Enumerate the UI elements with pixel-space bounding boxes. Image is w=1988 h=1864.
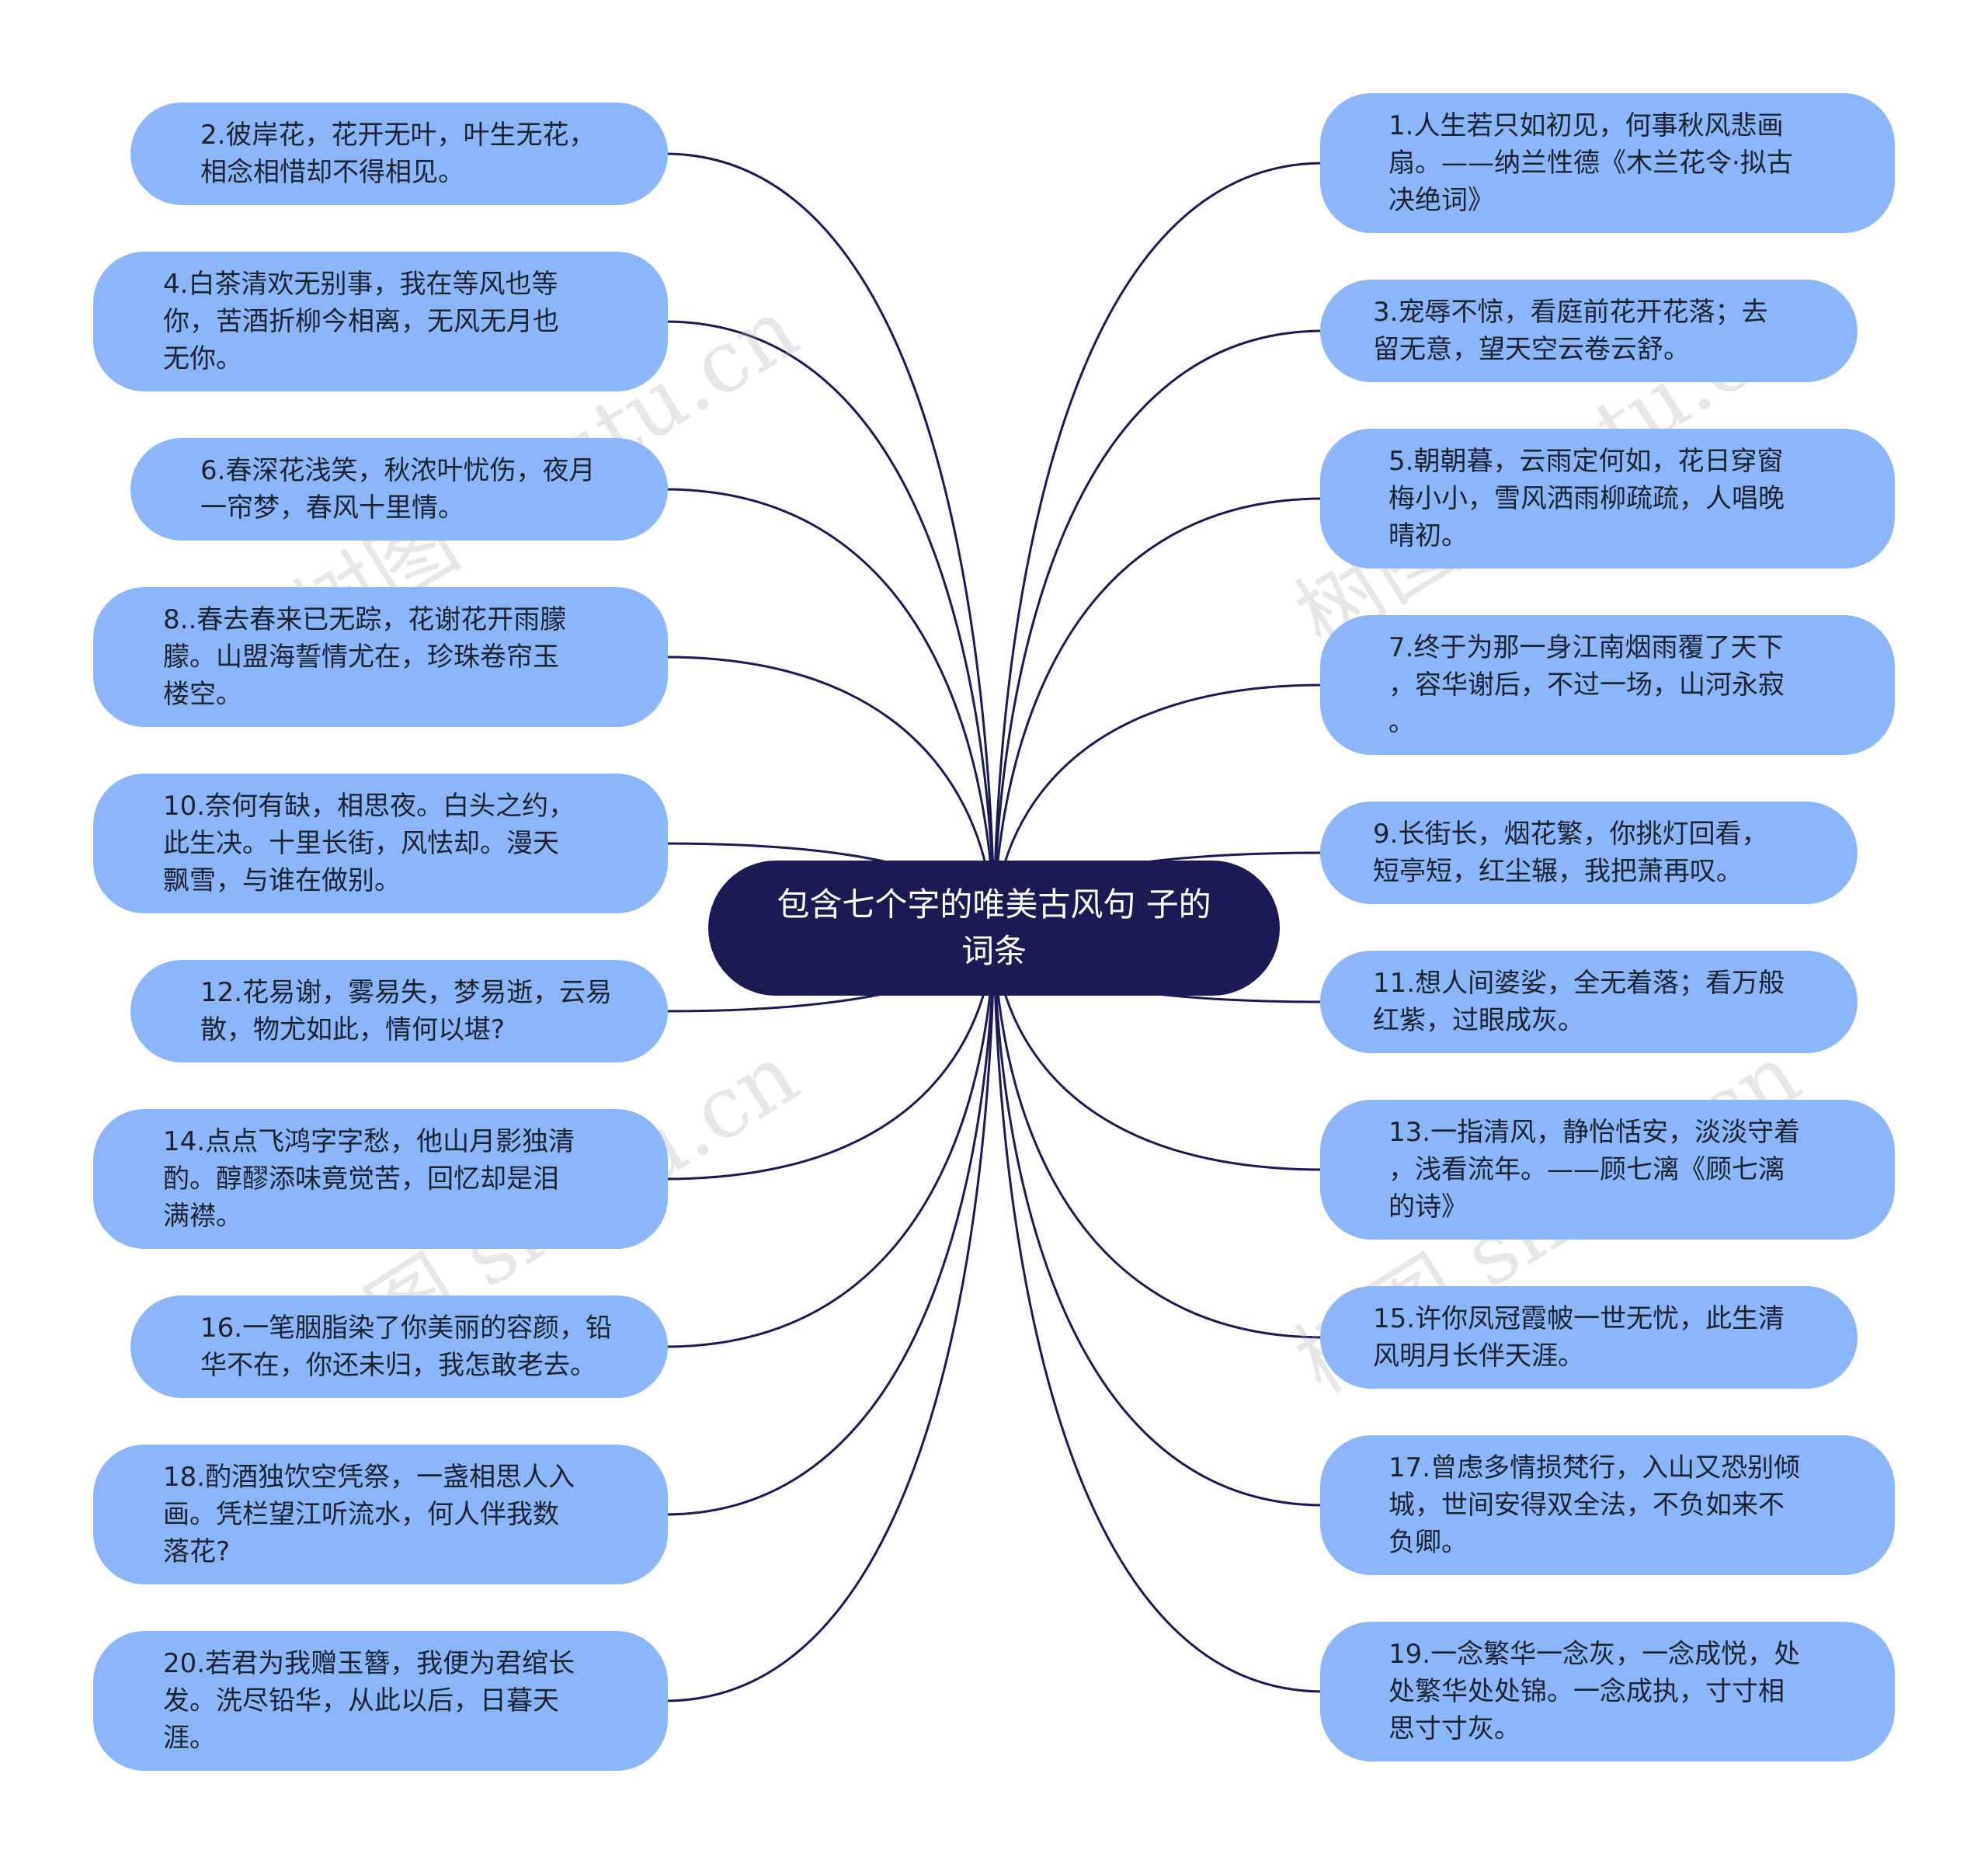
- node-text: 10.奈何有缺，相思夜。白头之约， 此生决。十里长街，风怯却。漫天 飘雪，与谁在…: [163, 791, 575, 896]
- branch-node[interactable]: 4.白茶清欢无别事，我在等风也等 你，苦酒折柳今相离，无风无月也 无你。: [93, 252, 668, 391]
- node-text: 2.彼岸花，花开无叶，叶生无花， 相念相惜却不得相见。: [200, 120, 596, 188]
- node-text: 17.曾虑多情损梵行，入山又恐别倾 城，世间安得双全法，不负如来不 负卿。: [1388, 1452, 1801, 1558]
- node-text: 7.终于为那一身江南烟雨覆了天下 ，容华谢后，不过一场，山河永寂 。: [1388, 632, 1785, 738]
- node-text: 19.一念繁华一念灰，一念成悦，处 处繁华处处锦。一念成执，寸寸相 思寸寸灰。: [1388, 1639, 1801, 1744]
- connector-line: [664, 320, 996, 929]
- branch-node[interactable]: 14.点点飞鸿字字愁，他山月影独清 酌。醇醪添味竟觉苦，回忆却是泪 满襟。: [93, 1109, 668, 1249]
- node-text: 15.许你凤冠霞帔一世无忧，此生清 风明月长伴天涯。: [1373, 1303, 1785, 1372]
- connector-line: [664, 927, 996, 1516]
- node-text: 16.一笔胭脂染了你美丽的容颜，铅 华不在，你还未归，我怎敢老去。: [200, 1313, 613, 1381]
- branch-node[interactable]: 20.若君为我赠玉簪，我便为君绾长 发。洗尽铅华，从此以后，日暮天 涯。: [93, 1631, 668, 1771]
- branch-node[interactable]: 10.奈何有缺，相思夜。白头之约， 此生决。十里长街，风怯却。漫天 飘雪，与谁在…: [93, 774, 668, 913]
- node-text: 6.春深花浅笑，秋浓叶忧伤，夜月 一帘梦，春风十里情。: [200, 455, 596, 523]
- node-text: 1.人生若只如初见，何事秋风悲画 扇。——纳兰性德《木兰花令·拟古 决绝词》: [1388, 110, 1793, 216]
- node-text: 12.花易谢，雾易失，梦易逝，云易 散，物尤如此，情何以堪?: [200, 977, 613, 1045]
- node-text: 18.酌酒独饮空凭祭，一盏相思人入 画。凭栏望江听流水，何人伴我数 落花?: [163, 1462, 575, 1567]
- node-text: 4.白茶清欢无别事，我在等风也等 你，苦酒折柳今相离，无风无月也 无你。: [163, 269, 559, 374]
- connector-line: [664, 152, 996, 929]
- branch-node[interactable]: 3.宠辱不惊，看庭前花开花落；去 留无意，望天空云卷云舒。: [1320, 280, 1858, 382]
- branch-node[interactable]: 7.终于为那一身江南烟雨覆了天下 ，容华谢后，不过一场，山河永寂 。: [1320, 615, 1895, 755]
- branch-node[interactable]: 15.许你凤冠霞帔一世无忧，此生清 风明月长伴天涯。: [1320, 1286, 1858, 1389]
- connector-line: [664, 927, 996, 1702]
- node-text: 14.点点飞鸿字字愁，他山月影独清 酌。醇醪添味竟觉苦，回忆却是泪 满襟。: [163, 1126, 575, 1232]
- node-text: 3.宠辱不惊，看庭前花开花落；去 留无意，望天空云卷云舒。: [1373, 297, 1768, 365]
- node-text: 11.想人间婆娑，全无着落；看万般 红紫，过眼成灰。: [1373, 968, 1785, 1036]
- branch-node[interactable]: 6.春深花浅笑，秋浓叶忧伤，夜月 一帘梦，春风十里情。: [130, 438, 668, 541]
- node-text: 13.一指清风，静怡恬安，淡淡守着 ，浅看流年。——顾七漓《顾七漓 的诗》: [1388, 1117, 1801, 1222]
- branch-node[interactable]: 2.彼岸花，花开无叶，叶生无花， 相念相惜却不得相见。: [130, 103, 668, 205]
- branch-node[interactable]: 1.人生若只如初见，何事秋风悲画 扇。——纳兰性德《木兰花令·拟古 决绝词》: [1320, 93, 1895, 233]
- node-text: 20.若君为我赠玉簪，我便为君绾长 发。洗尽铅华，从此以后，日暮天 涯。: [163, 1648, 575, 1754]
- branch-node[interactable]: 13.一指清风，静怡恬安，淡淡守着 ，浅看流年。——顾七漓《顾七漓 的诗》: [1320, 1100, 1895, 1240]
- branch-node[interactable]: 11.想人间婆娑，全无着落；看万般 红紫，过眼成灰。: [1320, 951, 1858, 1053]
- branch-node[interactable]: 19.一念繁华一念灰，一念成悦，处 处繁华处处锦。一念成执，寸寸相 思寸寸灰。: [1320, 1622, 1895, 1761]
- connector-line: [992, 329, 1324, 929]
- branch-node[interactable]: 18.酌酒独饮空凭祭，一盏相思人入 画。凭栏望江听流水，何人伴我数 落花?: [93, 1445, 668, 1584]
- connector-line: [992, 927, 1324, 1693]
- central-topic[interactable]: 包含七个字的唯美古风句 子的词条: [708, 861, 1280, 996]
- branch-node[interactable]: 8..春去春来已无踪，花谢花开雨朦 朦。山盟海誓情尤在，珍珠卷帘玉 楼空。: [93, 587, 668, 727]
- branch-node[interactable]: 9.长街长，烟花繁，你挑灯回看， 短亭短，红尘辗，我把萧再叹。: [1320, 802, 1858, 904]
- central-topic-text: 包含七个字的唯美古风句 子的词条: [777, 885, 1211, 970]
- node-text: 5.朝朝暮，云雨定何如，花日穿窗 梅小小，雪风洒雨柳疏疏，人唱晚 晴初。: [1388, 446, 1785, 551]
- branch-node[interactable]: 17.曾虑多情损梵行，入山又恐别倾 城，世间安得双全法，不负如来不 负卿。: [1320, 1435, 1895, 1575]
- connector-line: [992, 927, 1324, 1507]
- connector-line: [992, 162, 1324, 929]
- branch-node[interactable]: 16.一笔胭脂染了你美丽的容颜，铅 华不在，你还未归，我怎敢老去。: [130, 1295, 668, 1398]
- node-text: 8..春去春来已无踪，花谢花开雨朦 朦。山盟海誓情尤在，珍珠卷帘玉 楼空。: [163, 604, 567, 710]
- node-text: 9.长街长，烟花繁，你挑灯回看， 短亭短，红尘辗，我把萧再叹。: [1373, 819, 1768, 887]
- branch-node[interactable]: 12.花易谢，雾易失，梦易逝，云易 散，物尤如此，情何以堪?: [130, 960, 668, 1062]
- branch-node[interactable]: 5.朝朝暮，云雨定何如，花日穿窗 梅小小，雪风洒雨柳疏疏，人唱晚 晴初。: [1320, 429, 1895, 569]
